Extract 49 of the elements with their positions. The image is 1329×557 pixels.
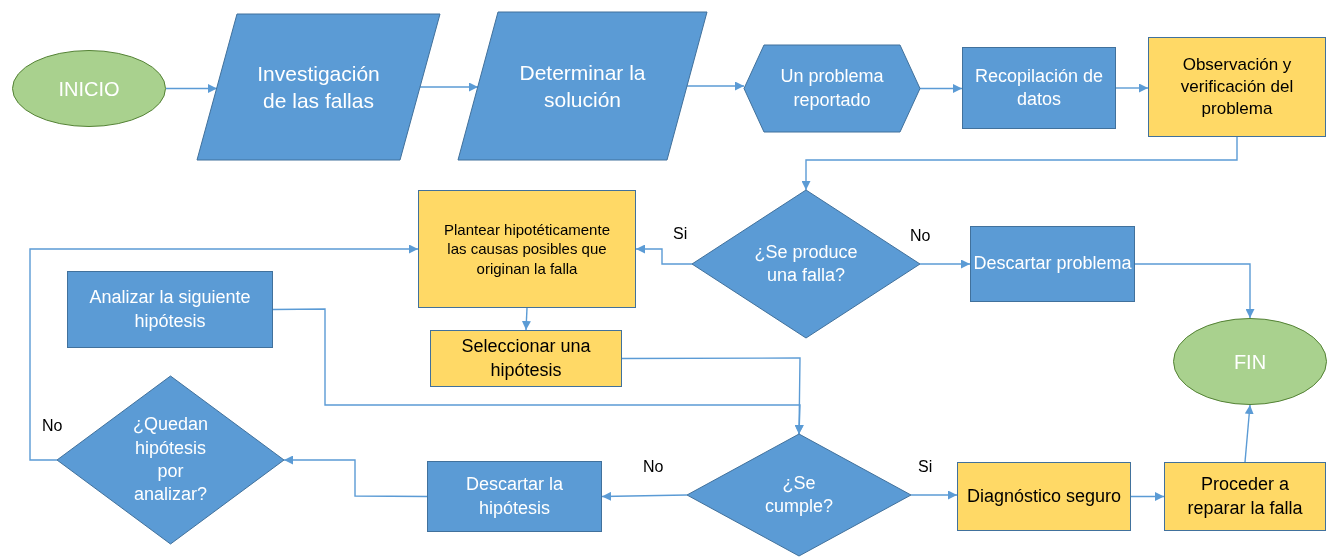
node-label: Recopilación de datos [973, 64, 1105, 111]
node-label: ¿Se cumple? [763, 471, 834, 518]
arrow [521, 307, 531, 331]
node-label: FIN [1233, 349, 1267, 375]
arrow [919, 84, 963, 93]
node-label: ¿Quedan hipótesis por analizar? [131, 413, 210, 507]
input-parallelogram [197, 14, 440, 160]
arrow [1115, 83, 1149, 93]
node-label: ¿Se produce una falla? [753, 240, 859, 287]
arrow [919, 259, 971, 269]
node-label: Plantear hipotéticamente las causas posibles que originan la falla [443, 219, 611, 279]
arrow [29, 244, 419, 461]
node-label: Investigación de las fallas [256, 60, 381, 114]
process-box [67, 271, 273, 348]
process-box [1164, 462, 1326, 531]
arrow [283, 455, 428, 498]
arrow [801, 136, 1238, 191]
arrow [910, 490, 958, 500]
node-label: Seleccionar una hipótesis [460, 335, 592, 382]
node-label: Un problema reportado [779, 65, 885, 112]
arrow [1130, 492, 1165, 501]
node-label: Diagnóstico seguro [966, 484, 1122, 508]
arrow [419, 82, 479, 92]
node-label: Determinar la solución [518, 59, 647, 113]
input-parallelogram [458, 12, 707, 160]
arrow [1134, 263, 1255, 319]
process-box [957, 462, 1131, 531]
process-box [418, 190, 636, 308]
end-ellipse [1173, 318, 1327, 405]
arrow [272, 308, 804, 435]
node-label: Proceder a reparar la falla [1186, 473, 1304, 520]
decision-diamond [687, 434, 911, 556]
preparation-hexagon [744, 45, 920, 132]
node-label: Observación y verificación del problema [1179, 53, 1295, 121]
node-label: INICIO [58, 76, 120, 102]
arrow [1244, 404, 1254, 463]
start-ellipse [12, 50, 166, 127]
node-label: Analizar la siguiente hipótesis [88, 286, 252, 333]
arrow [635, 244, 693, 265]
process-box [427, 461, 602, 532]
process-box [962, 47, 1116, 129]
arrow [601, 491, 688, 501]
arrow [686, 81, 745, 91]
node-label: Descartar problema [973, 252, 1132, 276]
arrow [165, 84, 218, 93]
process-box [430, 330, 622, 387]
process-box [1148, 37, 1326, 137]
node-label: Descartar la hipótesis [465, 473, 564, 520]
process-box [970, 226, 1135, 302]
